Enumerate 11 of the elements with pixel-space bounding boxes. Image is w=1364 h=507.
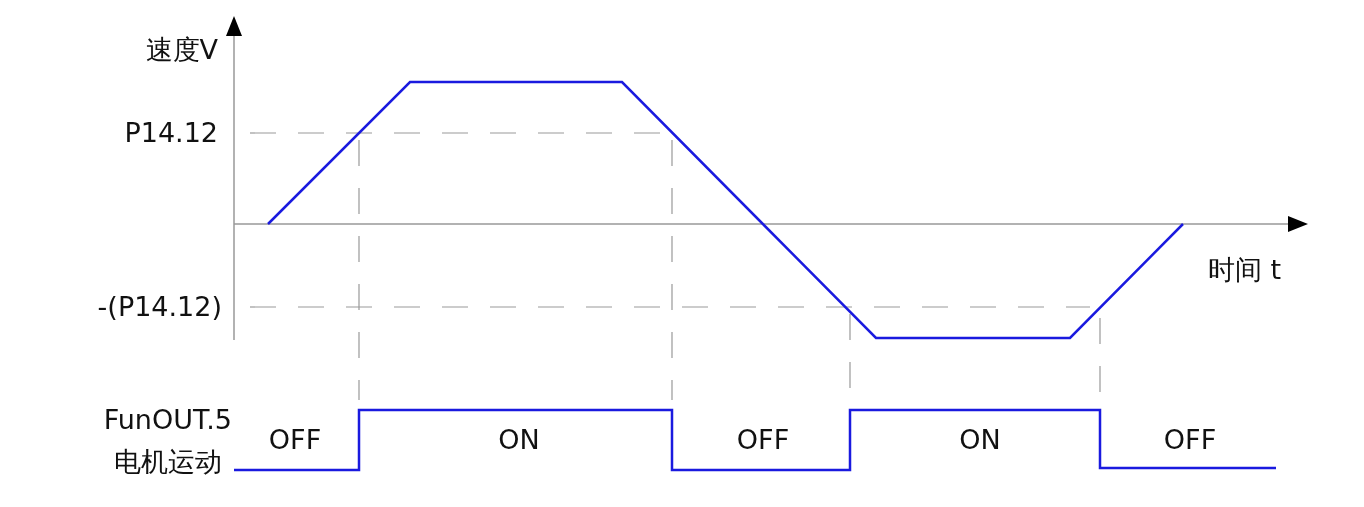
state-label: OFF — [1163, 426, 1217, 453]
signal-label: 电机运动 — [114, 448, 222, 475]
signal-label: FunOUT.5 — [103, 406, 232, 433]
axis-label: 速度V — [145, 36, 218, 63]
tick-label: P14.12 — [124, 119, 218, 146]
axis-label: 时间 t — [1208, 256, 1282, 283]
tick-label: -(P14.12) — [97, 293, 222, 320]
state-label: OFF — [736, 426, 790, 453]
state-label: ON — [959, 426, 1001, 453]
state-label: OFF — [268, 426, 322, 453]
state-label: ON — [498, 426, 540, 453]
